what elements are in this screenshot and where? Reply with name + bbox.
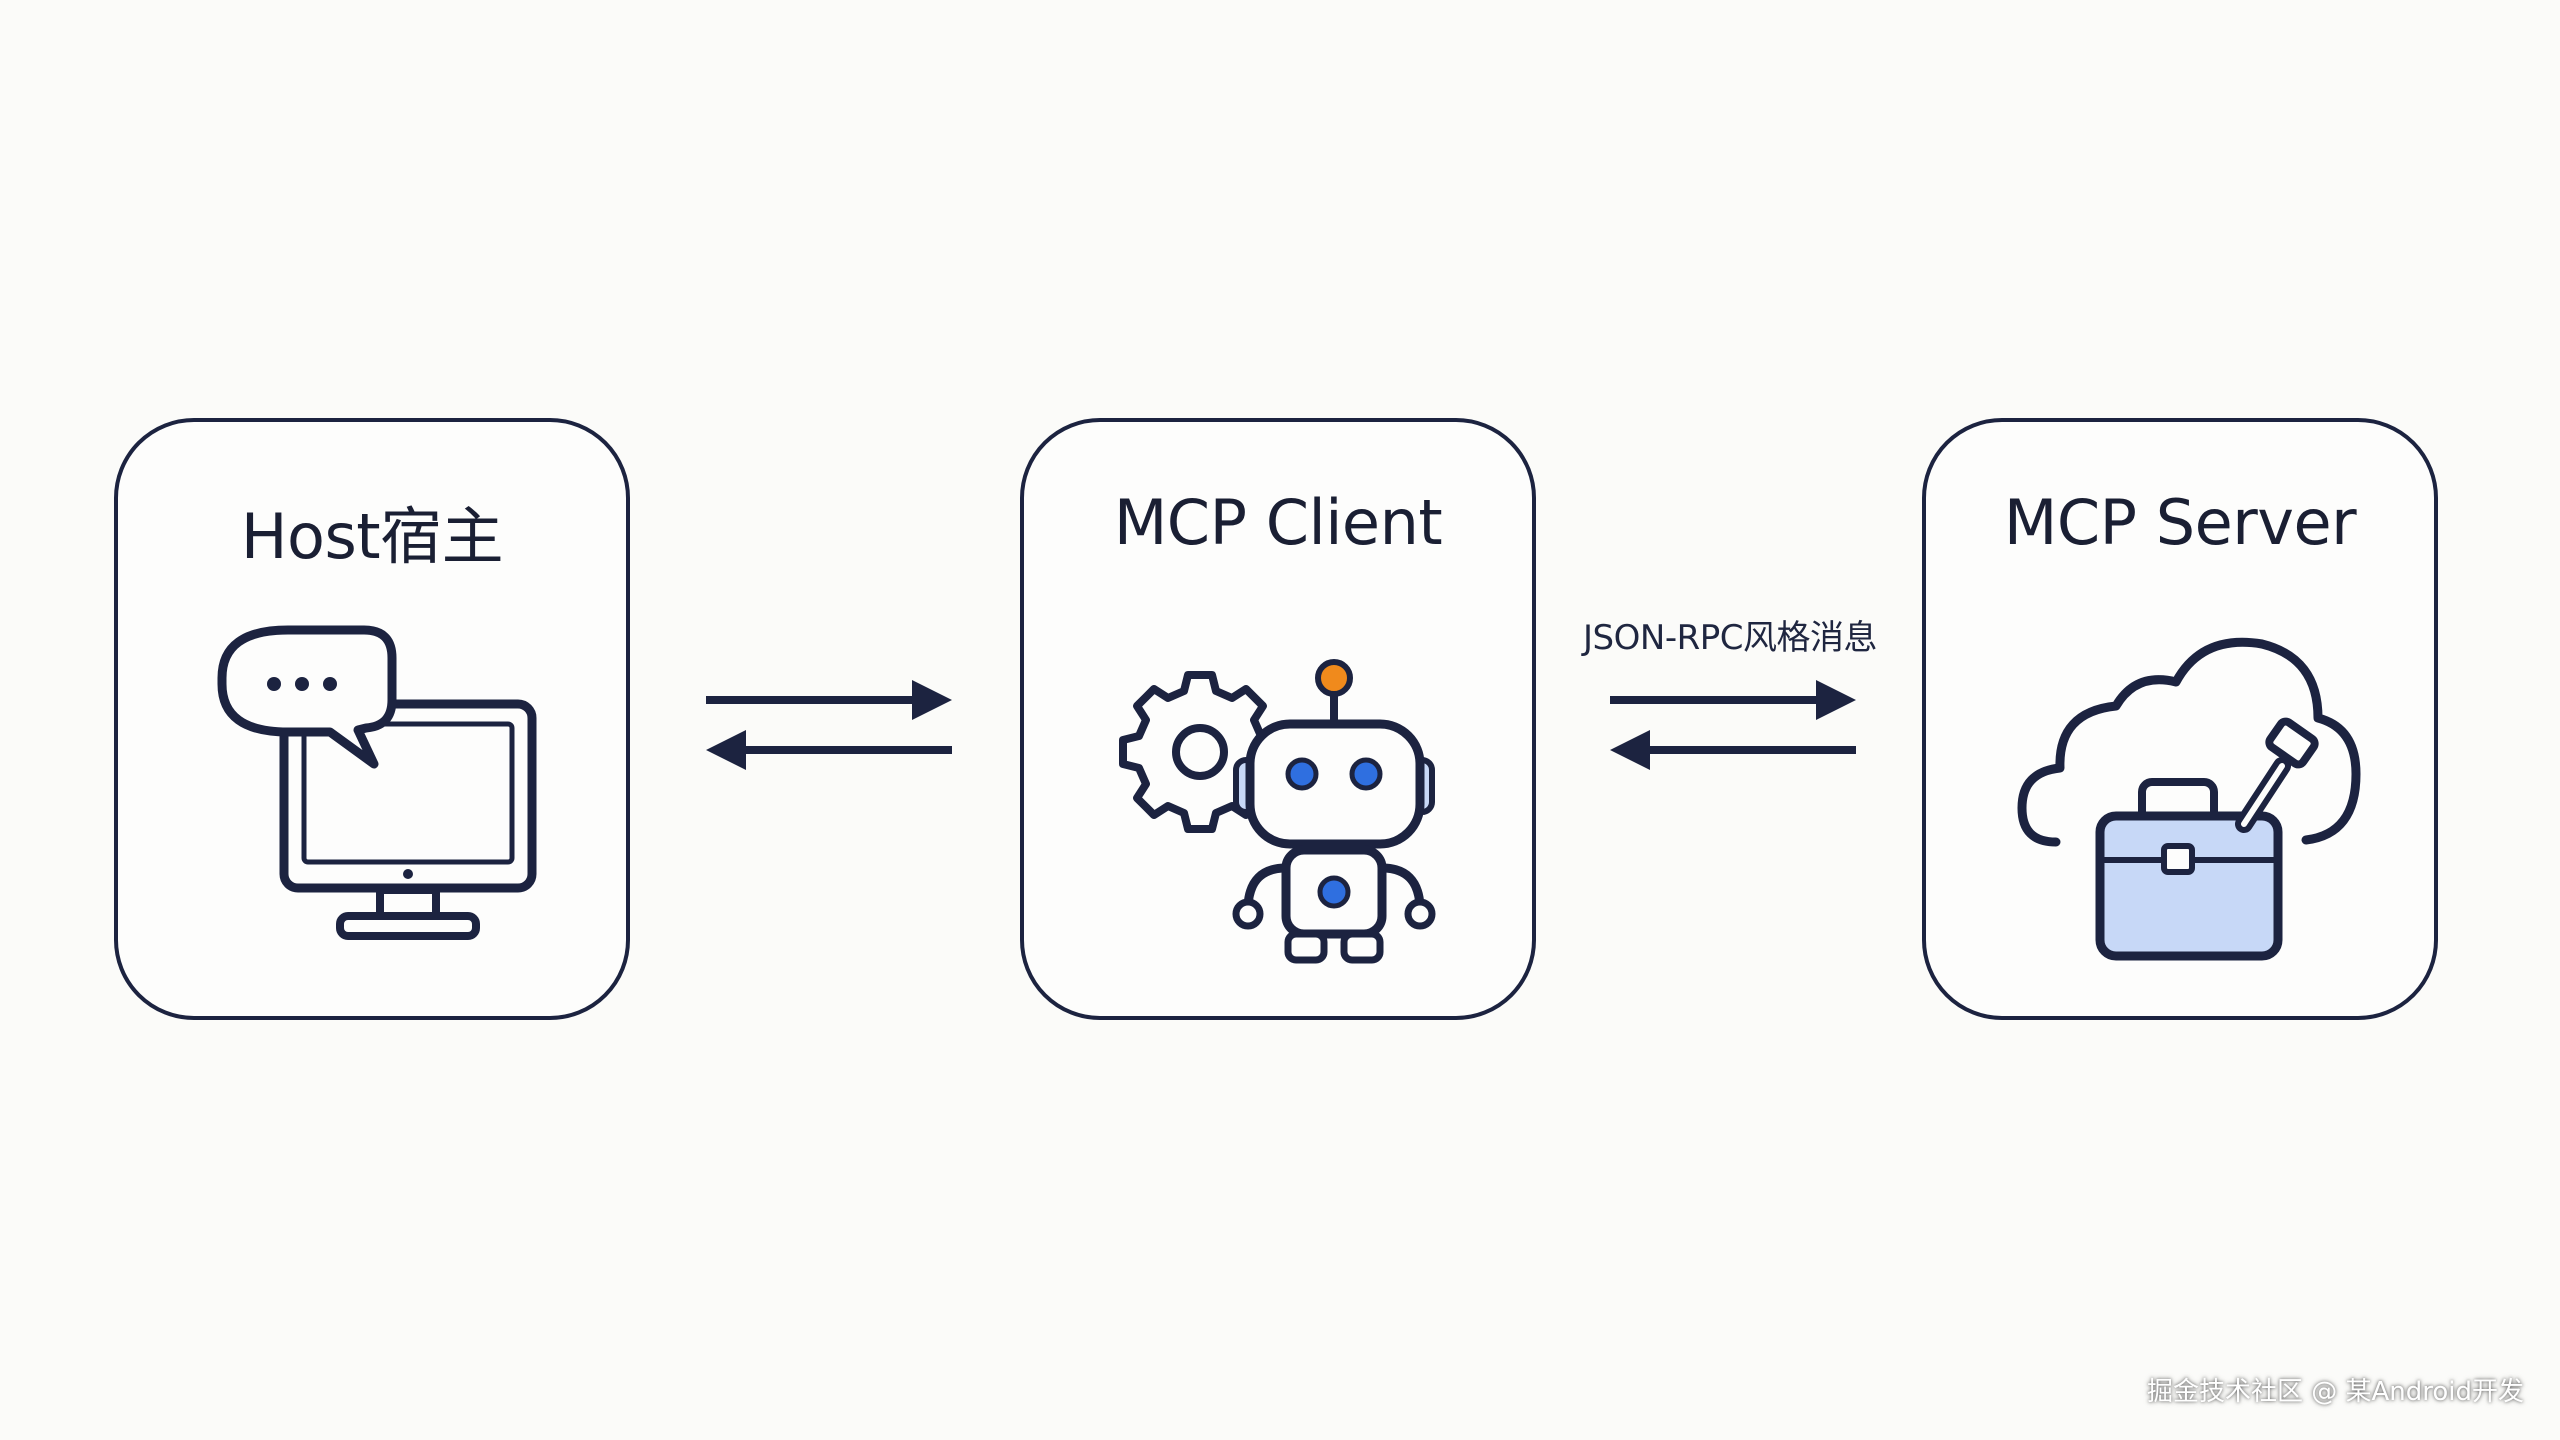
edge-client-server-arrows (1610, 680, 1856, 770)
host-node: Host宿主 (114, 418, 630, 1020)
cloud-toolbox-icon (2017, 637, 2361, 961)
host-node-title: Host宿主 (240, 500, 504, 573)
client-node: MCP Client (1020, 418, 1536, 1020)
server-node-title: MCP Server (2003, 486, 2357, 559)
watermark: 掘金技术社区 @ 某Android开发 (2146, 1377, 2524, 1407)
edge-host-client-arrows (706, 680, 952, 770)
chat-computer-icon (217, 625, 537, 940)
edge-client-server-label: JSON-RPC风格消息 (1583, 618, 1877, 658)
client-node-title: MCP Client (1113, 486, 1443, 559)
server-node: MCP Server (1922, 418, 2438, 1020)
gear-robot-icon (1119, 659, 1436, 964)
